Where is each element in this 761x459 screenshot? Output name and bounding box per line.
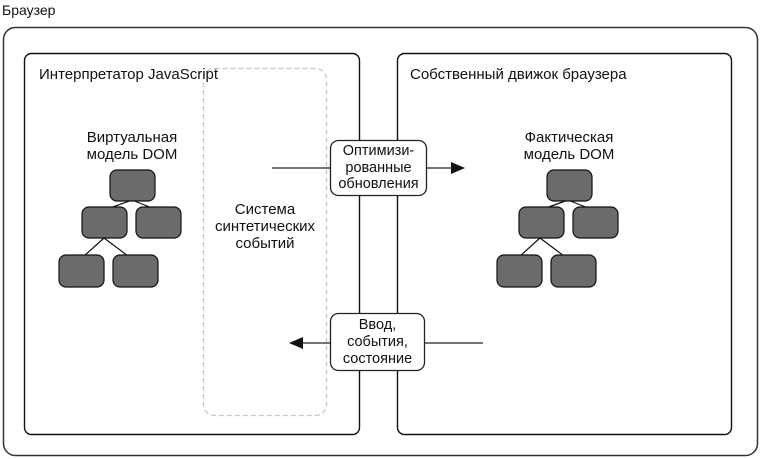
tree-edge — [519, 237, 541, 257]
tree-edge — [539, 237, 565, 257]
tree-node — [550, 254, 597, 288]
actual-dom-label-line2: модель DOM — [523, 146, 615, 163]
tree-node-root — [109, 169, 156, 202]
virtual-dom-tree — [58, 169, 182, 288]
input-events-line3: состояние — [342, 351, 413, 367]
tree-edge — [103, 237, 129, 257]
input-label-box — [329, 312, 426, 372]
optimized-updates-line1: Оптимизи- — [342, 143, 415, 159]
synthetic-events-line1: Система — [234, 201, 296, 218]
synthetic-events-line3: событий — [235, 235, 295, 252]
optimized-updates-label: Оптимизи- рованные обновления — [330, 143, 427, 193]
virtual-dom-label-line1: Виртуальная — [86, 129, 178, 146]
tree-node — [81, 206, 128, 239]
actual-dom-label-line1: Фактическая — [524, 129, 614, 146]
native-engine-title: Собственный движок браузера — [410, 66, 627, 83]
updates-label-box — [329, 139, 428, 197]
tree-node — [496, 254, 543, 288]
virtual-dom-label: Виртуальная модель DOM — [72, 129, 192, 163]
actual-dom-label: Фактическая модель DOM — [509, 129, 629, 163]
input-events-label: Ввод, события, состояние — [330, 317, 425, 368]
actual-dom-tree — [496, 169, 619, 288]
input-events-line2: события, — [347, 334, 408, 350]
js-interpreter-box — [23, 52, 361, 436]
synthetic-events-line2: синтетических — [214, 218, 316, 235]
native-engine-box — [396, 52, 733, 436]
js-interpreter-title: Интерпретатор JavaScript — [39, 66, 219, 83]
updates-arrowhead-icon — [451, 162, 465, 174]
virtual-dom-label-line2: модель DOM — [86, 146, 178, 163]
tree-node — [572, 206, 619, 239]
browser-title: Браузер — [2, 2, 56, 18]
optimized-updates-line3: обновления — [338, 176, 419, 192]
optimized-updates-line2: рованные — [345, 159, 412, 176]
tree-node — [58, 254, 105, 288]
tree-node — [135, 206, 182, 239]
tree-node — [518, 206, 565, 239]
input-arrowhead-icon — [289, 337, 303, 349]
synthetic-events-label: Система синтетических событий — [205, 201, 325, 252]
tree-edge — [83, 237, 105, 257]
browser-box — [2, 26, 759, 457]
tree-node-root — [546, 169, 593, 202]
tree-node — [112, 254, 159, 288]
input-events-line1: Ввод, — [358, 317, 397, 333]
synthetic-events-box — [202, 67, 328, 417]
